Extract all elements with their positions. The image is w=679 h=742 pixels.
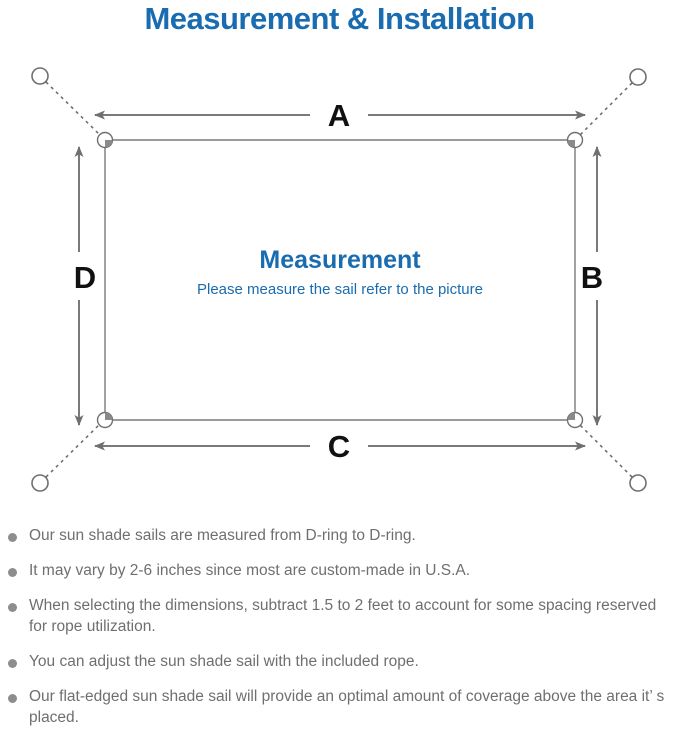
dimension-a-label: A bbox=[328, 98, 350, 133]
d-ring-top-right bbox=[566, 131, 584, 149]
dimension-d: D bbox=[74, 146, 96, 426]
bullet-icon bbox=[8, 533, 17, 542]
note-text: Our sun shade sails are measured from D-… bbox=[29, 527, 416, 544]
note-text: You can adjust the sun shade sail with t… bbox=[29, 653, 419, 670]
list-item: It may vary by 2-6 inches since most are… bbox=[0, 560, 679, 581]
inner-title: Measurement bbox=[259, 246, 421, 274]
anchor-ring-bottom-left bbox=[31, 474, 49, 492]
d-ring-bottom-left bbox=[96, 411, 114, 429]
list-item: You can adjust the sun shade sail with t… bbox=[0, 651, 679, 672]
bullet-icon bbox=[8, 694, 17, 703]
anchor-ring-top-right bbox=[629, 68, 647, 86]
page-title: Measurement & Installation bbox=[144, 1, 535, 36]
list-item: When selecting the dimensions, subtract … bbox=[0, 595, 679, 637]
dimension-c-label: C bbox=[328, 429, 350, 464]
inner-subtitle: Please measure the sail refer to the pic… bbox=[197, 281, 483, 298]
d-ring-top-left bbox=[96, 131, 114, 149]
list-item: Our flat-edged sun shade sail will provi… bbox=[0, 686, 679, 728]
bullet-icon bbox=[8, 603, 17, 612]
rope-bottom-right bbox=[578, 423, 647, 492]
dimension-b: B bbox=[581, 146, 603, 426]
rope-top-right bbox=[578, 68, 647, 137]
note-text: It may vary by 2-6 inches since most are… bbox=[29, 562, 471, 579]
dimension-b-label: B bbox=[581, 260, 603, 295]
d-ring-bottom-right bbox=[566, 411, 584, 429]
bullet-icon bbox=[8, 659, 17, 668]
anchor-ring-bottom-right bbox=[629, 474, 647, 492]
rope-bottom-left bbox=[31, 423, 101, 492]
dimension-d-label: D bbox=[74, 260, 96, 295]
rope-top-left bbox=[31, 67, 101, 136]
bullet-icon bbox=[8, 568, 17, 577]
measurement-diagram: A C D B Measurement Please measure the s… bbox=[0, 44, 679, 514]
note-text: Our flat-edged sun shade sail will provi… bbox=[29, 688, 665, 726]
note-text: When selecting the dimensions, subtract … bbox=[29, 597, 657, 635]
dimension-c: C bbox=[94, 429, 586, 464]
anchor-ring-top-left bbox=[31, 67, 49, 85]
notes-list: Our sun shade sails are measured from D-… bbox=[0, 525, 679, 742]
sail-outline bbox=[104, 139, 576, 421]
list-item: Our sun shade sails are measured from D-… bbox=[0, 525, 679, 546]
dimension-a: A bbox=[94, 98, 586, 133]
